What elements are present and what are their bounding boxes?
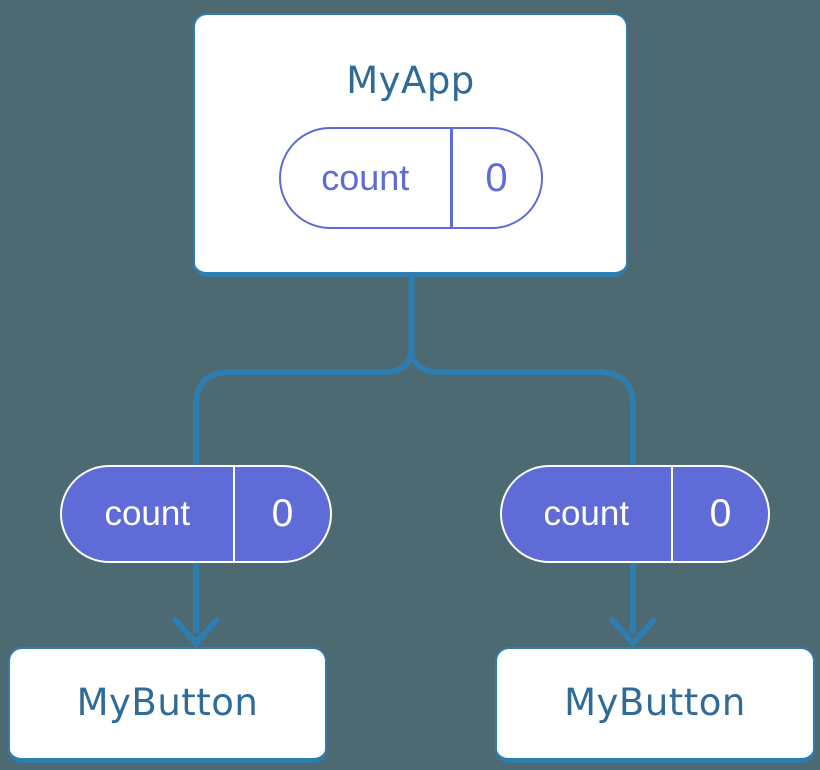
state-name-label: count [321, 157, 410, 199]
arrow-down-icon-left [172, 617, 220, 648]
state-name-label: count [543, 494, 630, 533]
component-card-root: MyApp count 0 [193, 13, 628, 277]
component-title-right-child: MyButton [564, 681, 746, 725]
component-title-root: MyApp [346, 59, 475, 102]
pill-divider [670, 467, 673, 561]
arrow-down-icon-right [609, 617, 657, 648]
state-value: 0 [709, 492, 732, 535]
component-card-right-child: MyButton [495, 647, 815, 763]
component-card-left-child: MyButton [8, 647, 327, 763]
edge-root-to-left-child [193, 277, 415, 633]
state-value: 0 [485, 155, 508, 200]
component-title-left-child: MyButton [76, 681, 259, 725]
state-pill-right-child: count 0 [500, 465, 770, 563]
state-pill-left-child: count 0 [60, 465, 332, 563]
pill-divider [450, 129, 453, 228]
state-pill-root: count 0 [278, 127, 543, 230]
state-value: 0 [271, 492, 294, 535]
state-name-label: count [104, 494, 191, 533]
edge-root-to-right-child [408, 277, 636, 633]
